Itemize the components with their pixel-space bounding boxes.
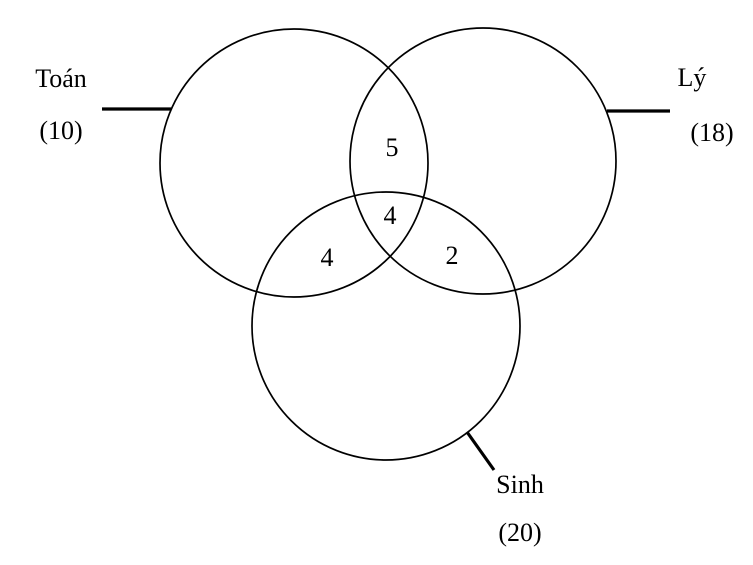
toan-circle [159, 28, 429, 298]
sinh-circle [251, 191, 521, 461]
ly-label: Lý [678, 63, 707, 92]
overlap-toan-sinh-value: 4 [321, 243, 334, 272]
ly-count: (18) [690, 118, 733, 147]
overlap-ly-sinh-value: 2 [446, 241, 459, 270]
overlap-toan-ly-sinh-value: 4 [384, 201, 397, 230]
overlap-toan-ly-value: 5 [386, 133, 399, 162]
ly-circle [349, 27, 617, 295]
sinh-label: Sinh [496, 470, 544, 499]
toan-count: (10) [39, 116, 82, 145]
sinh-leader-line [465, 431, 496, 471]
toan-label: Toán [35, 64, 87, 93]
sinh-count: (20) [498, 518, 541, 547]
